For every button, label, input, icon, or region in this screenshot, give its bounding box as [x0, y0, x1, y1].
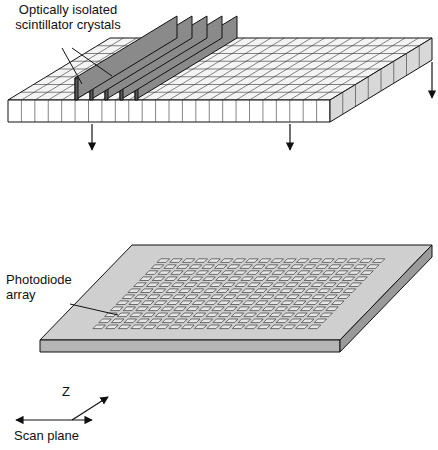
axis-label: Z [62, 384, 82, 399]
leader-line [70, 304, 118, 315]
light-arrows [92, 62, 432, 150]
axis-arrows [16, 397, 108, 420]
leader-line [72, 48, 112, 76]
photodiode-plate [40, 245, 432, 352]
part-label: Photodiode array [6, 272, 88, 302]
part-label: Optically isolated scintillator crystals [8, 2, 128, 32]
photodiode-cells [93, 259, 385, 329]
scintillator-slab [8, 38, 432, 122]
axis-label: Scan plane [14, 428, 134, 443]
